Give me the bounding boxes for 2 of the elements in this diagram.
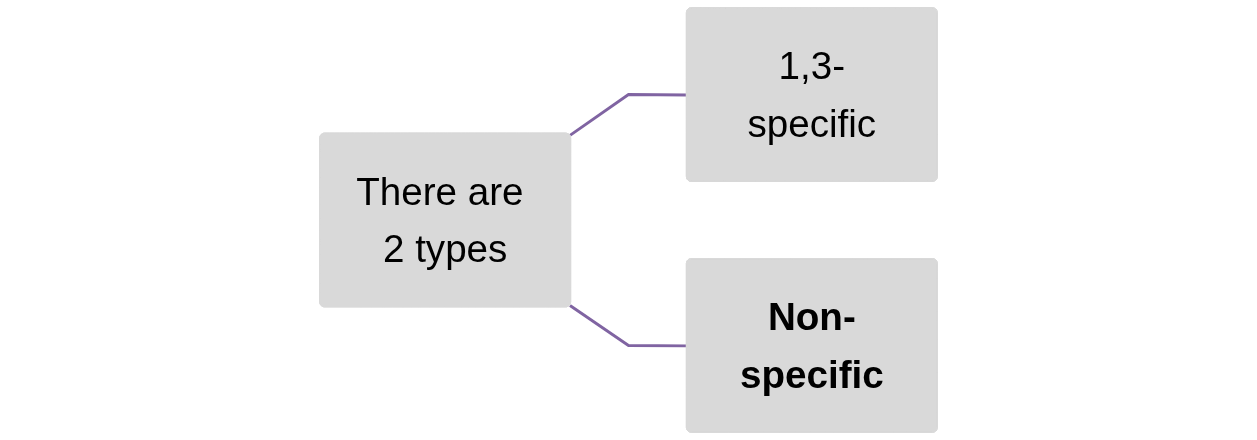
connector: [569, 93, 687, 137]
connector: [569, 304, 687, 348]
